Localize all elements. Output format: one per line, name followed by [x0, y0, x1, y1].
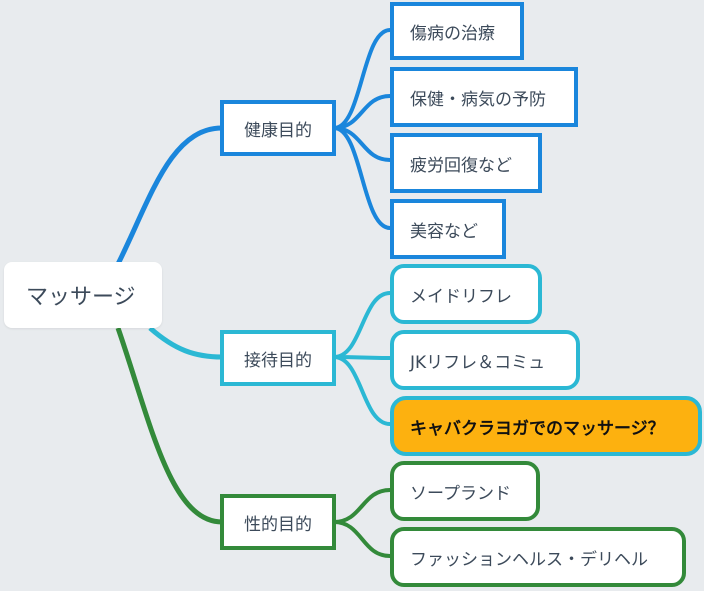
leaf-jk-reflexology[interactable]: JKリフレ＆コミュ [390, 330, 580, 390]
connector-sexual-1 [333, 488, 391, 524]
leaf-label: ファッションヘルス・デリヘル [410, 549, 648, 570]
leaf-label: 保健・病気の予防 [410, 89, 546, 110]
connector-root-hospitality [148, 326, 223, 360]
connector-health-1 [333, 28, 391, 130]
connector-health-4 [333, 126, 391, 230]
connector-hospitality-1 [333, 291, 391, 359]
leaf-fashion-health-delivery[interactable]: ファッションヘルス・デリヘル [390, 527, 686, 587]
root-label: マッサージ [26, 285, 136, 310]
connector-root-health [115, 125, 223, 266]
leaf-cabaret-yoga-massage[interactable]: キャバクラヨガでのマッサージ？ [390, 396, 702, 456]
connector-sexual-2 [333, 520, 391, 558]
branch-label: 接待目的 [244, 350, 312, 371]
branch-label: 性的目的 [244, 514, 312, 535]
leaf-injury-treatment[interactable]: 傷病の治療 [390, 2, 524, 60]
leaf-label: キャバクラヨガでのマッサージ？ [410, 418, 665, 439]
leaf-label: 傷病の治療 [410, 23, 495, 44]
branch-health[interactable]: 健康目的 [220, 100, 336, 156]
branch-label: 健康目的 [244, 120, 312, 141]
connector-hospitality-3 [333, 355, 391, 426]
leaf-prevention[interactable]: 保健・病気の予防 [390, 67, 578, 127]
leaf-label: 美容など [410, 221, 478, 242]
leaf-maid-reflexology[interactable]: メイドリフレ [390, 264, 542, 324]
branch-hospitality[interactable]: 接待目的 [220, 330, 336, 386]
connector-root-sexual [115, 327, 223, 525]
leaf-label: ソープランド [410, 483, 511, 504]
branch-sexual[interactable]: 性的目的 [220, 494, 336, 550]
leaf-label: 疲労回復など [410, 155, 512, 176]
root-node[interactable]: マッサージ [4, 262, 162, 328]
leaf-fatigue-recovery[interactable]: 疲労回復など [390, 133, 542, 193]
leaf-beauty[interactable]: 美容など [390, 199, 506, 259]
leaf-soapland[interactable]: ソープランド [390, 461, 540, 521]
leaf-label: JKリフレ＆コミュ [410, 352, 546, 373]
leaf-label: メイドリフレ [410, 286, 512, 307]
